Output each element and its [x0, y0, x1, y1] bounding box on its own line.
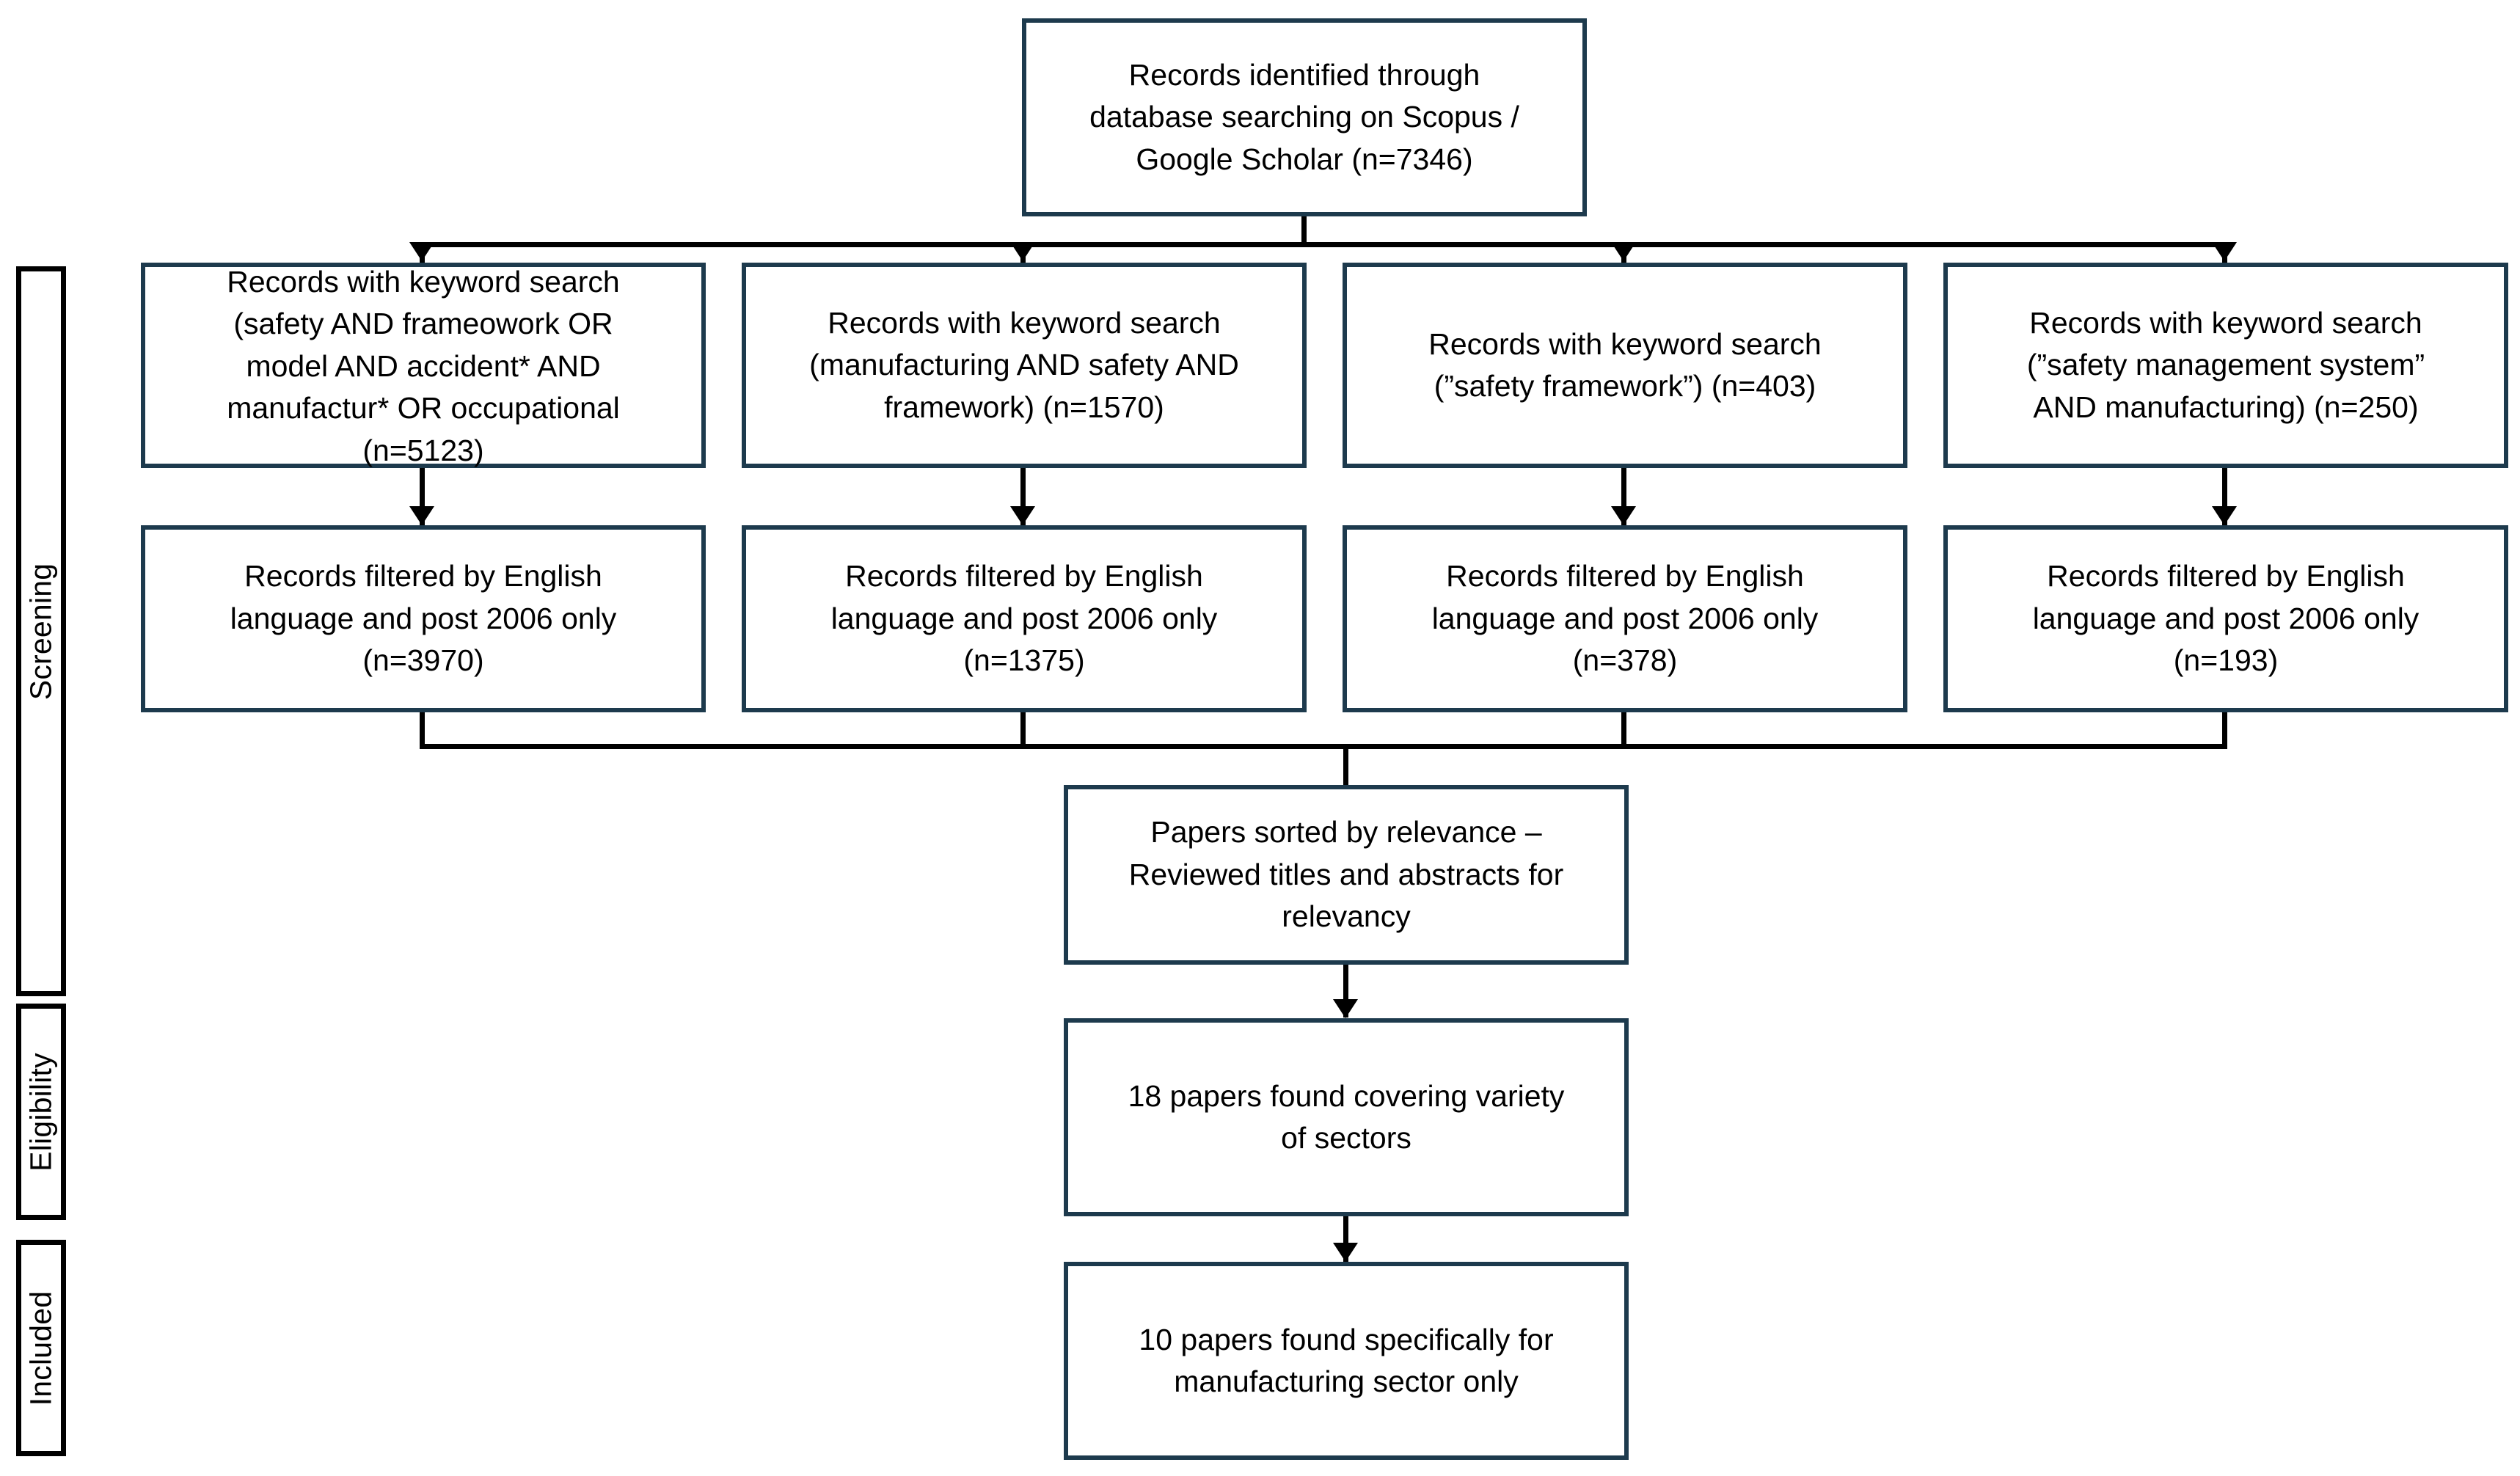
connector-source-stem — [1301, 216, 1307, 244]
phase-label-eligibility-text: Eligibility — [23, 1052, 58, 1172]
arrowhead-search-2 — [1010, 242, 1035, 261]
arrowhead-filter-2 — [1010, 506, 1035, 525]
node-papers-eligible-text: 18 papers found covering variety of sect… — [1128, 1078, 1565, 1155]
node-filtered-result-3-text: Records filtered by English language and… — [1431, 559, 1819, 678]
arrowhead-filter-4 — [2212, 506, 2237, 525]
node-search-result-3: Records with keyword search (”safety fra… — [1343, 263, 1907, 468]
node-filtered-result-1: Records filtered by English language and… — [141, 525, 706, 712]
node-search-result-1-text: Records with keyword search (safety AND … — [227, 265, 620, 467]
node-search-result-2-text: Records with keyword search (manufacturi… — [809, 305, 1239, 424]
phase-label-screening: Screening — [16, 266, 66, 996]
node-records-identified: Records identified through database sear… — [1022, 18, 1587, 216]
phase-label-screening-text: Screening — [23, 563, 58, 700]
node-papers-included-text: 10 papers found specifically for manufac… — [1139, 1322, 1554, 1398]
node-papers-sorted-text: Papers sorted by relevance – Reviewed ti… — [1128, 815, 1564, 934]
phase-label-eligibility: Eligibility — [16, 1004, 66, 1220]
node-filtered-result-2-text: Records filtered by English language and… — [830, 559, 1218, 678]
connector-search-1-to-filter-1 — [420, 468, 425, 525]
node-search-result-4: Records with keyword search (”safety man… — [1943, 263, 2508, 468]
node-search-result-1: Records with keyword search (safety AND … — [141, 263, 706, 468]
node-search-result-4-text: Records with keyword search (”safety man… — [2026, 305, 2425, 424]
node-filtered-result-2: Records filtered by English language and… — [742, 525, 1307, 712]
connector-merge-leg-1 — [420, 712, 425, 749]
arrowhead-filter-3 — [1611, 506, 1636, 525]
arrowhead-search-3 — [1611, 242, 1636, 261]
node-filtered-result-4: Records filtered by English language and… — [1943, 525, 2508, 712]
node-papers-sorted: Papers sorted by relevance – Reviewed ti… — [1064, 785, 1629, 965]
connector-eligible-to-included — [1343, 1216, 1348, 1262]
arrowhead-search-4 — [2212, 242, 2237, 261]
connector-search-2-to-filter-2 — [1020, 468, 1026, 525]
arrowhead-included — [1333, 1243, 1358, 1262]
connector-merge-leg-3 — [1621, 712, 1626, 749]
arrowhead-filter-1 — [409, 506, 434, 525]
connector-search-3-to-filter-3 — [1621, 468, 1626, 525]
connector-distribution-bus — [420, 242, 2227, 247]
node-filtered-result-3: Records filtered by English language and… — [1343, 525, 1907, 712]
connector-merge-leg-4 — [2222, 712, 2227, 749]
arrowhead-eligible — [1333, 999, 1358, 1018]
node-papers-eligible: 18 papers found covering variety of sect… — [1064, 1018, 1629, 1216]
connector-merge-bus — [420, 744, 2227, 749]
connector-merge-to-sorted — [1343, 744, 1348, 810]
node-papers-included: 10 papers found specifically for manufac… — [1064, 1262, 1629, 1460]
phase-label-included-text: Included — [23, 1290, 58, 1406]
node-filtered-result-4-text: Records filtered by English language and… — [2032, 559, 2419, 678]
connector-search-4-to-filter-4 — [2222, 468, 2227, 525]
connector-merge-leg-2 — [1020, 712, 1026, 749]
node-filtered-result-1-text: Records filtered by English language and… — [230, 559, 617, 678]
connector-sorted-to-eligible — [1343, 965, 1348, 1018]
node-search-result-3-text: Records with keyword search (”safety fra… — [1428, 326, 1822, 403]
phase-label-included: Included — [16, 1240, 66, 1456]
arrowhead-search-1 — [409, 242, 434, 261]
node-records-identified-text: Records identified through database sear… — [1089, 57, 1519, 176]
node-search-result-2: Records with keyword search (manufacturi… — [742, 263, 1307, 468]
